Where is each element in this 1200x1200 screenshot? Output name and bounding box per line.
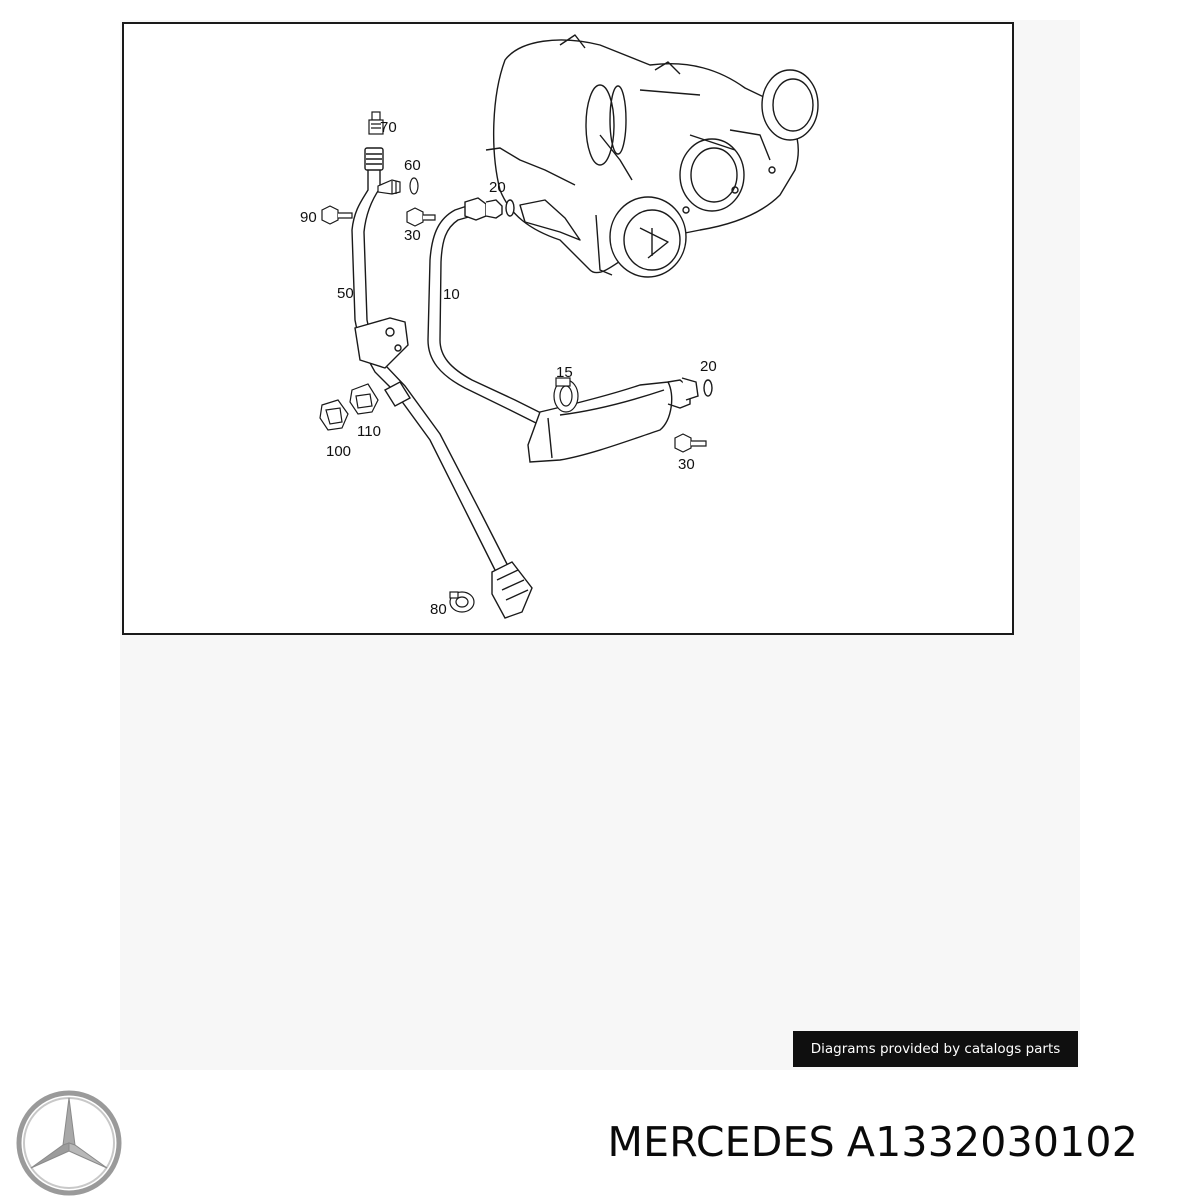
callout-15: 15	[556, 364, 573, 381]
callout-10: 10	[443, 286, 460, 303]
callout-100: 100	[326, 443, 351, 460]
callout-20-lower: 20	[700, 358, 717, 375]
clip-100	[319, 399, 349, 431]
callout-60: 60	[404, 157, 421, 174]
callout-80: 80	[430, 601, 447, 618]
callout-90: 90	[300, 209, 317, 226]
credit-text: Diagrams provided by catalogs parts	[810, 1041, 1061, 1057]
banjo-fitting-70	[368, 111, 384, 135]
oil-feed-line	[351, 147, 533, 619]
bolt-90	[321, 205, 353, 225]
callout-30: 30	[404, 227, 421, 244]
brand-name: MERCEDES	[607, 1118, 835, 1166]
callout-110: 110	[357, 423, 381, 440]
callout-50: 50	[337, 285, 354, 302]
turbocharger	[485, 34, 819, 278]
oil-return-line	[427, 197, 713, 463]
mercedes-star-icon	[16, 1090, 122, 1196]
clip-110	[349, 383, 379, 415]
callout-30-lower: 30	[678, 456, 695, 473]
callout-20: 20	[489, 179, 506, 196]
hose-clamp-80	[449, 591, 475, 613]
banjo-bolt-and-seal	[377, 177, 419, 195]
diagram-credit-badge: Diagrams provided by catalogs parts	[793, 1031, 1078, 1067]
bolt-30-lower	[674, 433, 707, 453]
hose-clamp-15	[553, 377, 579, 413]
callout-70: 70	[380, 119, 397, 136]
bolt-30	[406, 207, 436, 227]
part-number: A1332030102	[846, 1118, 1138, 1166]
